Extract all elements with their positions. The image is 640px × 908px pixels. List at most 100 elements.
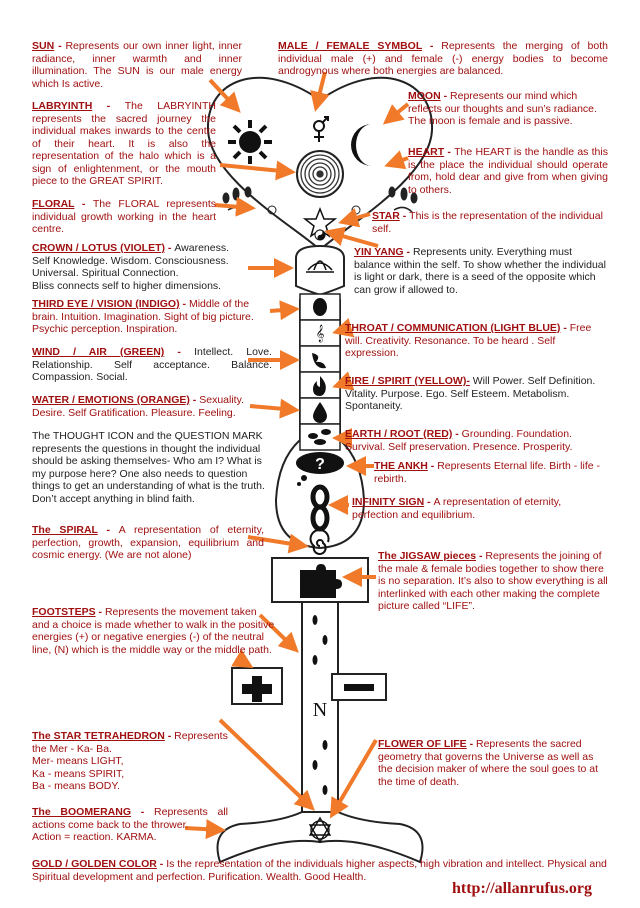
male-female-callout: MALE / FEMALE SYMBOL - Represents the me… (278, 40, 608, 77)
ankh-desc: Represents Eternal life. Birth - life - … (374, 460, 601, 485)
site-url[interactable]: http://allanrufus.org (452, 880, 593, 897)
spiral-title: The SPIRAL (32, 524, 98, 536)
jigsaw-callout: The JIGSAW pieces - Represents the joini… (378, 550, 608, 612)
footsteps-callout: FOOTSTEPS - Represents the movement take… (32, 606, 275, 656)
third-eye-desc: Middle of the brain. Intuition. Imaginat… (32, 298, 254, 335)
ankh-callout: THE ANKH - Represents Eternal life. Birt… (374, 460, 601, 485)
jigsaw-title: The JIGSAW pieces (378, 550, 477, 562)
star-desc: This is the representation of the indivi… (372, 210, 603, 235)
sun-title: SUN (32, 40, 55, 52)
thought-icon: ? (296, 452, 344, 486)
male-female-title: MALE / FEMALE SYMBOL (278, 40, 423, 52)
crown-title: CROWN / LOTUS (VIOLET) (32, 242, 165, 254)
gold-desc: Is the representation of the individuals… (32, 858, 607, 883)
jigsaw-desc: Represents the joining of the male & fem… (378, 550, 608, 612)
throat-desc: Free will. Creativity. Resonance. To be … (345, 322, 592, 359)
floral-desc: The FLORAL represents individual growth … (32, 198, 216, 235)
chakra-column (299, 293, 341, 451)
fire-title: FIRE / SPIRIT (YELLOW)- (345, 375, 470, 387)
sun-icon (228, 120, 272, 164)
footsteps-title: FOOTSTEPS (32, 606, 96, 618)
thought-callout: The THOUGHT ICON and the QUESTION MARK r… (32, 430, 268, 505)
flower-desc: Represents the sacred geometry that gove… (378, 738, 599, 788)
third-eye-icon (313, 298, 327, 316)
moon-title: MOON (408, 90, 441, 102)
yin-yang-callout: YIN YANG - Represents unity. Everything … (354, 246, 606, 296)
plus-icon (242, 676, 272, 702)
boomerang-shape (216, 811, 424, 864)
heart-desc: The HEART is the handle as this is the p… (408, 146, 608, 196)
heart-title: HEART (408, 146, 445, 158)
sun-desc: Represents our own inner light, inner ra… (32, 40, 242, 90)
throat-title: THROAT / COMMUNICATION (LIGHT BLUE) (345, 322, 561, 334)
boomerang-title: The BOOMERANG (32, 806, 132, 818)
water-icon (313, 402, 327, 423)
crown-line-3: Universal. Spiritual Connection. (32, 267, 179, 279)
neutral-letter: N (313, 699, 327, 721)
labyrinth-desc: The LABRYINTH represents the sacred jour… (32, 100, 216, 187)
sun-callout: SUN - Represents our own inner light, in… (32, 40, 242, 90)
infinity-title: INFINITY SIGN (352, 496, 425, 508)
crown-line-4: Bliss connects self to higher dimensions… (32, 279, 222, 292)
thought-desc: The THOUGHT ICON and the QUESTION MARK r… (32, 430, 265, 505)
infinity-desc: A representation of eternity, perfection… (352, 496, 562, 521)
third-eye-title: THIRD EYE / VISION (INDIGO) (32, 298, 180, 310)
footsteps-icon (312, 615, 328, 795)
water-callout: WATER / EMOTIONS (ORANGE) - Sexuality. D… (32, 394, 244, 419)
labyrinth-icon (296, 150, 344, 198)
labyrinth-callout: LABRYINTH - The LABRYINTH represents the… (32, 100, 216, 187)
fire-desc: Will Power. Self Definition. Vitality. P… (345, 375, 596, 412)
earth-desc: Grounding. Foundation. Survival. Self pr… (345, 428, 573, 453)
throat-icon: 𝄞 (316, 325, 325, 342)
male-female-desc: Represents the merging of both individua… (278, 40, 608, 77)
boomerang-desc: Represents all actions come back to the … (32, 806, 228, 831)
moon-callout: MOON - Represents our mind which reflect… (408, 90, 597, 127)
fire-icon (313, 376, 326, 396)
yin-yang-icon (314, 229, 326, 241)
question-mark: ? (315, 456, 325, 473)
flower-of-life-icon (308, 816, 332, 844)
boomerang-callout: The BOOMERANG - Represents all actions c… (32, 806, 228, 843)
moon-icon (351, 124, 372, 166)
tetrahedron-callout: The STAR TETRAHEDRON - Represents the Me… (32, 730, 228, 792)
lotus-icon (306, 260, 334, 273)
fire-callout: FIRE / SPIRIT (YELLOW)- Will Power. Self… (345, 375, 608, 413)
earth-title: EARTH / ROOT (RED) (345, 428, 453, 440)
moon-desc: Represents our mind which reflects our t… (408, 90, 597, 127)
flower-callout: FLOWER OF LIFE - Represents the sacred g… (378, 738, 599, 788)
throat-callout: THROAT / COMMUNICATION (LIGHT BLUE) - Fr… (345, 322, 592, 359)
water-desc: Sexuality. Desire. Self Gratification. P… (32, 394, 244, 419)
crown-line-2: Self Knowledge. Wisdom. Consciousness. (32, 254, 229, 267)
star-callout: STAR - This is the representation of the… (372, 210, 603, 235)
third-eye-callout: THIRD EYE / VISION (INDIGO) - Middle of … (32, 298, 254, 335)
jigsaw-icon (300, 564, 342, 598)
heart-callout: HEART - The HEART is the handle as this … (408, 146, 608, 196)
tetrahedron-desc: Represents (174, 730, 228, 742)
spiral-desc: A representation of eternity, perfection… (32, 524, 264, 561)
male-female-icon (313, 116, 329, 142)
crown-callout: CROWN / LOTUS (VIOLET) - Awareness. Self… (32, 242, 230, 292)
tetrahedron-line-3: Mer- means LIGHT, (32, 755, 124, 767)
infinity-callout: INFINITY SIGN - A representation of eter… (352, 496, 562, 521)
ankh-title: THE ANKH (374, 460, 428, 472)
crown-desc: Awareness. (174, 242, 230, 254)
star-title: STAR (372, 210, 400, 222)
yin-yang-desc: Represents unity. Everything must balanc… (354, 246, 606, 296)
footsteps-desc: Represents the movement taken and a choi… (32, 606, 275, 656)
earth-icon (308, 429, 331, 445)
wind-icon (312, 353, 326, 369)
spiral-callout: The SPIRAL - A representation of eternit… (32, 524, 264, 561)
yin-yang-title: YIN YANG (354, 246, 404, 258)
minus-icon (344, 684, 374, 691)
wind-title: WIND / AIR (GREEN) (32, 346, 165, 358)
lower-shaft (301, 601, 339, 813)
tetrahedron-line-2: the Mer - Ka- Ba. (32, 742, 112, 755)
wind-callout: WIND / AIR (GREEN) - Intellect. Love. Re… (32, 346, 272, 383)
tetrahedron-line-5: Ba - means BODY. (32, 780, 120, 792)
floral-title: FLORAL (32, 198, 75, 210)
labyrinth-title: LABRYINTH (32, 100, 93, 112)
floral-callout: FLORAL - The FLORAL represents individua… (32, 198, 216, 235)
water-title: WATER / EMOTIONS (ORANGE) (32, 394, 190, 406)
